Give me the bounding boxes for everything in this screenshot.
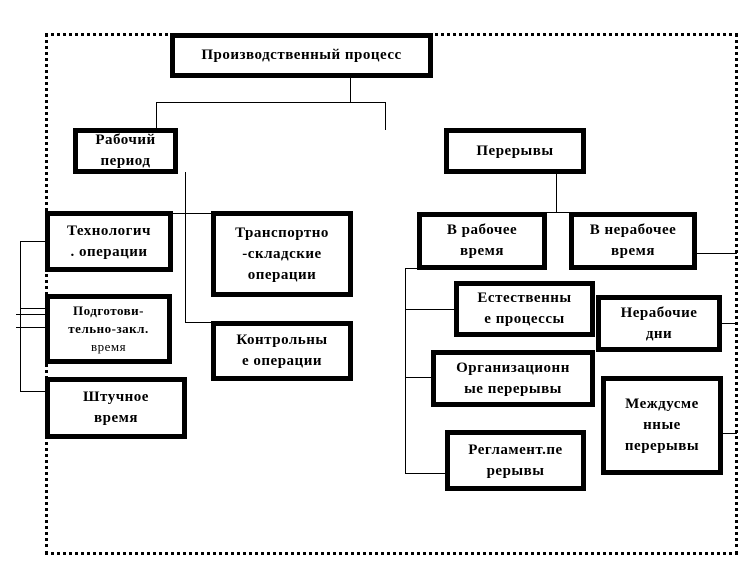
node-transport-operations: Транспортно -складские операции [211,211,353,297]
connector [16,327,56,328]
node-in-working-time: В рабочее время [417,212,547,270]
connector [156,102,157,130]
connector [405,377,432,378]
connector [185,172,186,322]
connector [385,102,386,130]
node-in-nonworking-time: В нерабочее время [569,212,697,270]
node-control-operations: Контрольны е операции [211,321,353,381]
node-production-process: Производственный процесс [170,33,433,78]
node-nonworking-days: Нерабочие дни [596,295,722,352]
node-tech-operations: Технологич . операции [45,211,173,272]
connector [156,102,386,103]
node-natural-processes: Естественны е процессы [454,281,595,337]
connector [556,172,557,212]
connector [20,241,21,391]
node-intershift-breaks: Междусме нные перерывы [601,376,723,475]
connector [20,308,46,309]
connector [720,433,737,434]
connector [405,473,460,474]
connector [185,322,213,323]
connector [405,309,455,310]
connector [720,323,737,324]
node-breaks: Перерывы [444,128,586,174]
connector [350,76,351,103]
connector [20,391,46,392]
connector [172,213,212,214]
connector [16,314,46,315]
connector [695,253,737,254]
connector [405,268,419,269]
connector [405,268,406,473]
prep-time-line: время [90,339,127,354]
prep-time-line: тельно-закл. [68,321,149,336]
connector [545,212,571,213]
node-prep-time: Подготови- тельно-закл. время [45,294,172,364]
connector [20,241,46,242]
node-regulated-breaks: Регламент.пе рерывы [445,430,586,491]
node-organizational-breaks: Организационн ые перерывы [431,350,595,407]
node-piece-time: Штучное время [45,377,187,439]
prep-time-line: Подготови- [73,303,144,318]
node-working-period: Рабочий период [73,128,178,174]
